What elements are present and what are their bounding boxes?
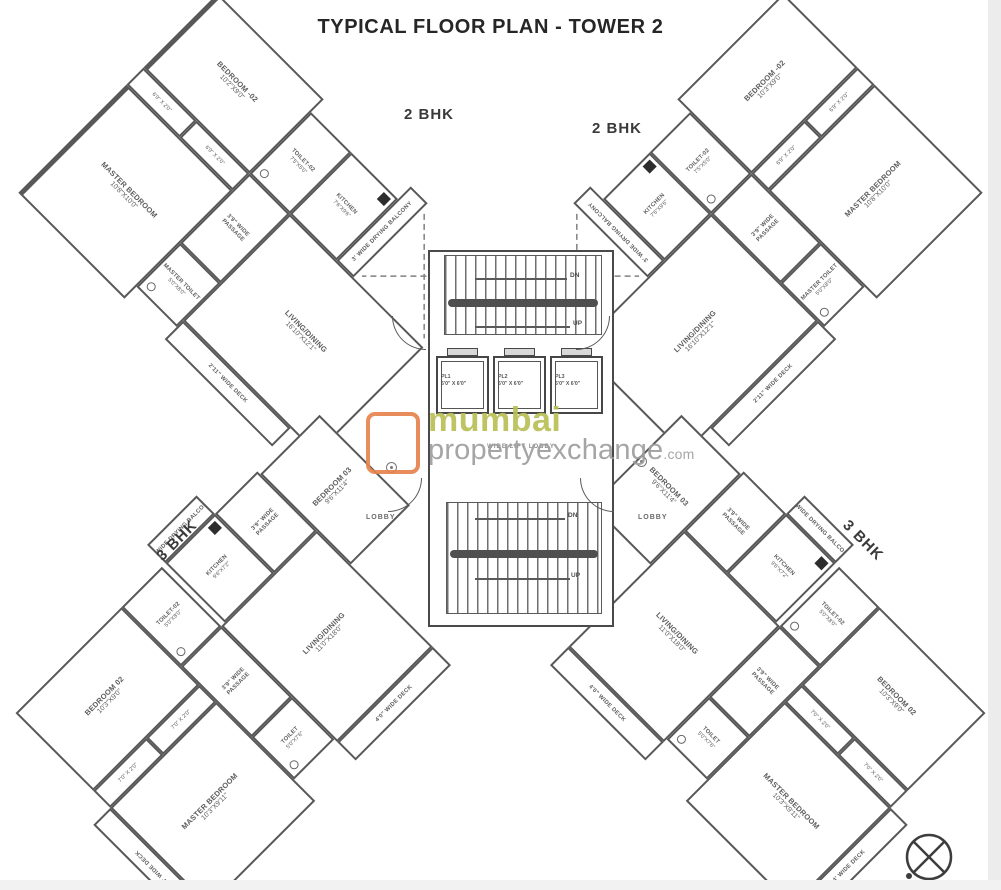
stair-arrow-line <box>475 278 567 280</box>
stair-landing <box>450 550 598 558</box>
wc-icon <box>675 732 688 746</box>
stair-landing <box>448 299 598 307</box>
watermark-word1: mumbai <box>428 401 562 439</box>
stove-icon <box>814 556 829 571</box>
watermark-word2: propertyexchange.com <box>428 434 695 467</box>
lobby-left-label: LOBBY <box>366 514 396 521</box>
scan-edge-right <box>988 0 1001 890</box>
wc-icon <box>287 758 301 772</box>
label-2bhk-right: 2 BHK <box>592 120 643 137</box>
lift-car <box>555 361 598 409</box>
lift-car <box>441 361 484 409</box>
staircase-lower <box>446 502 602 614</box>
marker-icon <box>636 456 647 467</box>
stair-arrow-line <box>475 326 570 328</box>
wc-icon <box>788 619 801 633</box>
wc-icon <box>174 645 188 658</box>
stove-icon <box>642 159 657 174</box>
stove-icon <box>207 520 222 535</box>
staircase-upper <box>444 255 602 335</box>
stair-arrow-line <box>475 578 570 580</box>
stair-up-label: UP <box>571 572 581 579</box>
label-2bhk-left: 2 BHK <box>404 106 455 123</box>
stair-dn-label: DN <box>570 272 580 279</box>
wc-icon <box>144 280 158 294</box>
watermark-logo-icon <box>366 412 420 474</box>
lift-call-panel <box>561 348 592 356</box>
door-arc <box>388 478 422 512</box>
stove-icon <box>376 191 391 207</box>
lift-call-panel <box>504 348 535 356</box>
wc-icon <box>817 305 831 319</box>
stair-dn-label: DN <box>568 512 578 519</box>
lift-lobby-label: WIDE LIFT LOBBY <box>487 444 555 450</box>
stair-arrow-line <box>475 518 565 520</box>
lobby-right-label: LOBBY <box>638 514 668 521</box>
wc-icon <box>258 167 271 180</box>
scan-edge-bottom <box>0 880 1001 890</box>
page-title: TYPICAL FLOOR PLAN - TOWER 2 <box>317 16 664 38</box>
watermark-text: mumbai propertyexchange.com <box>428 401 695 467</box>
wc-icon <box>704 192 718 206</box>
lift-call-panel <box>447 348 478 356</box>
stair-up-label: UP <box>573 320 583 327</box>
watermark: mumbai propertyexchange.com <box>366 401 695 474</box>
compass-icon <box>905 833 953 881</box>
lift-car <box>498 361 541 409</box>
